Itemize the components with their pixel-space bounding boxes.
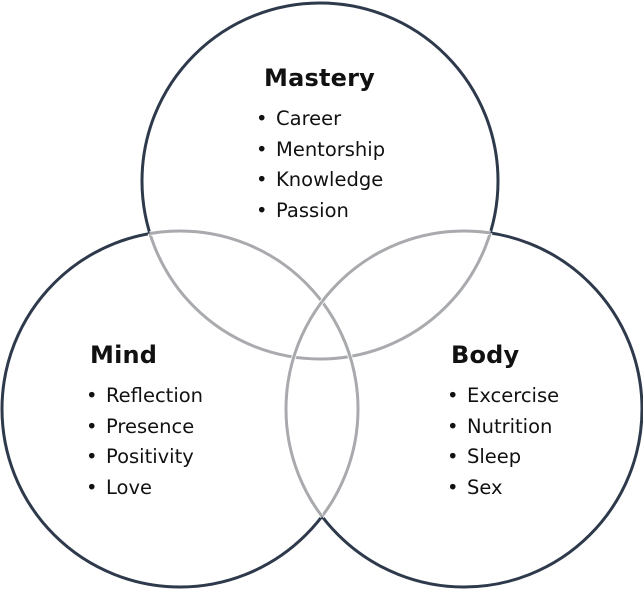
list-item: Reflection [86, 381, 203, 412]
list-item: Excercise [447, 381, 559, 412]
list-item: Nutrition [447, 412, 559, 443]
list-item: Mentorship [256, 135, 385, 166]
mastery-items: Career Mentorship Knowledge Passion [256, 104, 385, 226]
body-title: Body [451, 341, 520, 369]
mind-title: Mind [90, 341, 158, 369]
list-item: Presence [86, 412, 203, 443]
mastery-title: Mastery [264, 64, 375, 92]
mind-items: Reflection Presence Positivity Love [86, 381, 203, 503]
list-item: Passion [256, 196, 385, 227]
list-item: Career [256, 104, 385, 135]
body-items: Excercise Nutrition Sleep Sex [447, 381, 559, 503]
list-item: Knowledge [256, 165, 385, 196]
list-item: Positivity [86, 442, 203, 473]
list-item: Love [86, 473, 203, 504]
overlap-arcs [139, 228, 501, 587]
list-item: Sex [447, 473, 559, 504]
list-item: Sleep [447, 442, 559, 473]
